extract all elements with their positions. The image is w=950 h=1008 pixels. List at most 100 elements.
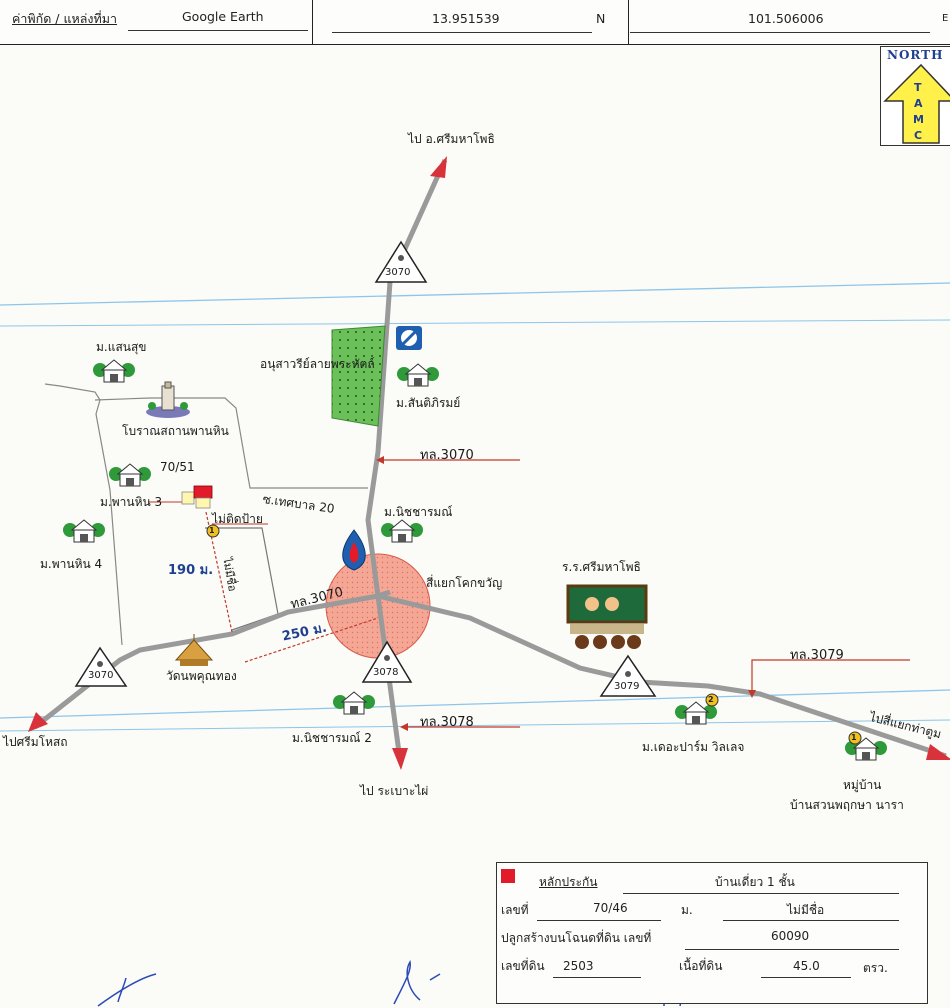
dest-southwest-label: ไปศรีมโหสถ (3, 735, 68, 749)
land-no-underline (553, 977, 641, 978)
marker-label: 2 (708, 695, 714, 704)
area-underline (761, 977, 851, 978)
land-no-label: เลขที่ดิน (501, 959, 545, 973)
village-name-label: บ้านสวนพฤกษา นารา (790, 798, 904, 812)
source-value: Google Earth (182, 9, 264, 24)
village-label: หมู่บ้าน (843, 778, 882, 792)
north-arrow-icon (883, 63, 950, 144)
no-sign-label: ไม่ติดป้าย (212, 512, 263, 526)
north-arrow-logo: NORTH T A M C (880, 46, 950, 146)
collateral-type: บ้านเดี่ยว 1 ชั้น (715, 875, 795, 889)
built-on-label: ปลูกสร้างบนโฉนดที่ดิน เลขที่ (501, 931, 652, 945)
village-icon (397, 363, 439, 387)
coord-label: ค่าพิกัด / แหล่งที่มา (12, 11, 118, 26)
marker-label: 1 (851, 733, 857, 742)
latitude-value: 13.951539 (432, 11, 500, 26)
intersection-label: สี่แยกโคกขวัญ (426, 576, 503, 590)
area-label: เนื้อที่ดิน (679, 959, 723, 973)
collateral-plot (195, 497, 211, 509)
temple-label: วัดนพคุณทอง (166, 669, 237, 683)
pointer-label-3078: ทล.3078 (420, 715, 474, 730)
grid-line (0, 282, 950, 306)
moo-value: ไม่มีชื่อ (787, 903, 825, 917)
number-value: 70/46 (593, 901, 628, 915)
header-lat-cell (312, 0, 629, 44)
village-icon (675, 701, 717, 725)
local-road (44, 383, 123, 646)
dest-south-label: ไป ระเบาะไผ่ (360, 784, 429, 798)
number-label: เลขที่ (501, 903, 529, 917)
village-icon (93, 359, 135, 383)
deed-underline (685, 949, 899, 950)
road-junction (377, 589, 391, 599)
school-icon (566, 584, 648, 649)
panhin3-label: ม.พานหิน 3 (100, 495, 163, 509)
pointer-tip (400, 723, 408, 731)
marker-1 (206, 524, 220, 538)
marker-2 (705, 693, 719, 707)
temple-icon (174, 634, 214, 666)
longitude-dir: E (942, 13, 949, 24)
saensuk-label: ม.แสนสุข (96, 340, 147, 354)
panhin4-label: ม.พานหิน 4 (40, 557, 103, 571)
shield-label-southwest: 3070 (88, 670, 114, 681)
moo-underline (723, 920, 899, 921)
collateral-marker (193, 485, 213, 499)
house-number-label: 70/51 (160, 460, 195, 474)
road-3070-north (365, 158, 448, 597)
area-value: 45.0 (793, 959, 820, 973)
area-unit: ตรว. (863, 961, 888, 975)
number-underline (537, 920, 661, 921)
distance-line-250 (244, 617, 379, 663)
latitude-underline (332, 32, 592, 33)
longitude-value: 101.506006 (748, 11, 824, 26)
latitude-dir: N (596, 11, 606, 26)
ancient-site-label: โบราณสถานพานหิน (122, 424, 229, 438)
longitude-underline (630, 32, 930, 33)
collateral-info-box: หลักประกัน บ้านเดี่ยว 1 ชั้น เลขที่ 70/4… (496, 862, 928, 1004)
pointer-line-3079 (751, 659, 910, 694)
marker-1 (848, 731, 862, 745)
neighbor-plot (181, 491, 195, 505)
deed-value: 60090 (771, 929, 810, 943)
moo-label: ม. (681, 903, 693, 917)
collateral-label: หลักประกัน (539, 875, 598, 889)
santisiri-label: ม.สันติภิรมย์ (396, 396, 461, 410)
grid-line (0, 689, 950, 719)
land-no-value: 2503 (563, 959, 594, 973)
deparam-label: ม.เดอะปาร์ม วิลเลจ (642, 740, 745, 754)
north-logo-title: NORTH (887, 48, 944, 62)
arrow-south (392, 748, 408, 770)
logo-letter-a: A (914, 97, 923, 110)
village-icon (381, 519, 423, 543)
village-icon (845, 737, 887, 761)
logo-letter-m: M (913, 113, 924, 126)
pointer-tip (748, 690, 756, 698)
arrow-east (926, 744, 950, 760)
road-3079-east (377, 593, 947, 759)
source-underline (128, 30, 308, 31)
nichcharom2-label: ม.นิชชารมณ์ 2 (292, 731, 372, 745)
shield-label-north: 3070 (385, 267, 411, 278)
collateral-swatch (501, 869, 515, 883)
route-shield-north (374, 240, 428, 283)
monument-field (331, 325, 386, 427)
grid-line (0, 719, 950, 732)
shield-label-south: 3078 (373, 667, 399, 678)
pointer-label-3079: ทล.3079 (790, 648, 844, 663)
ancient-site-icon (146, 381, 190, 418)
village-icon (333, 691, 375, 715)
shield-label-east: 3079 (614, 681, 640, 692)
pointer-tip (376, 456, 384, 464)
header-bar: ค่าพิกัด / แหล่งที่มา Google Earth 13.95… (0, 0, 950, 45)
arrow-southwest (28, 712, 48, 732)
marker-label: 1 (209, 526, 215, 535)
nichcharom-label: ม.นิชชารมณ์ (384, 505, 453, 519)
route-shield-south (361, 640, 413, 683)
village-icon (63, 519, 105, 543)
distance-190-label: 190 ม. (168, 563, 214, 578)
school-label: ร.ร.ศรีมหาโพธิ (562, 560, 641, 574)
village-icon (109, 463, 151, 487)
route-shield-southwest (74, 646, 128, 687)
monument-label: อนุสาวรีย์ลายพระหัตถ์ (260, 357, 375, 371)
